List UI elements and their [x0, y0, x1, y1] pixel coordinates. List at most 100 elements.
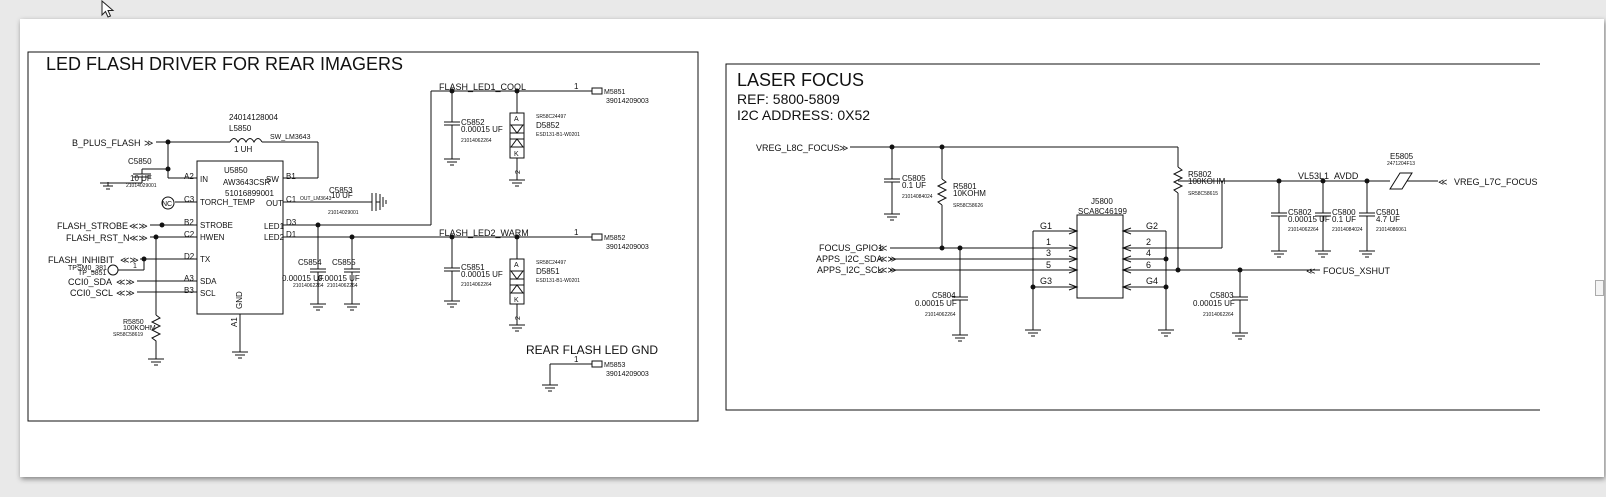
inductor-pn: 24014128004 — [229, 113, 278, 122]
ic-ref: U5850 — [224, 166, 248, 175]
ic-pin-name-in: IN — [200, 175, 208, 184]
c5801-ref: C5801 — [1376, 208, 1400, 217]
bidir-arrow-icon: ≪≫ — [878, 254, 897, 264]
ground-icon — [379, 194, 387, 210]
ic-pin-name-torch: TORCH_TEMP — [200, 198, 255, 207]
j5800-g3: G3 — [1040, 276, 1052, 286]
d5851-pn-top: SR58C24497 — [536, 260, 566, 266]
ground-icon — [310, 303, 326, 311]
inductor-value: 1 UH — [234, 145, 252, 154]
ic-pin-name-led1: LED1 — [264, 222, 285, 231]
m5852-pin: 1 — [574, 228, 579, 237]
ic-pin-num-d2: D2 — [184, 252, 195, 261]
m5853-pn: 39014209003 — [606, 371, 649, 378]
ground-icon — [444, 300, 460, 308]
c5804-pn: 21014062264 — [925, 312, 956, 318]
ground-icon — [444, 158, 460, 166]
ground-icon — [1232, 332, 1248, 340]
offpage-arrow-left-icon: ≪ — [1306, 266, 1315, 276]
connector-pin-arrow-icon — [1068, 227, 1132, 291]
j5800-pin-2: 2 — [1146, 237, 1151, 247]
c5802-ref: C5802 — [1288, 208, 1312, 217]
c5853-pn: 21014029001 — [328, 210, 359, 216]
c5854-value: 0.00015 UF — [282, 274, 324, 283]
m5851-pin: 1 — [574, 82, 579, 91]
nc-label: NC — [162, 201, 172, 208]
ic-pin-num-c1: C1 — [286, 195, 297, 204]
d5851-ref: D5851 — [536, 267, 560, 276]
ic-pin-num-c2: C2 — [184, 230, 195, 239]
ground-icon — [884, 213, 900, 221]
net-focus-gpio1: FOCUS_GPIO1 — [819, 243, 883, 253]
r5801-ref: R5801 — [953, 182, 977, 191]
ic-pin-name-led2: LED2 — [264, 233, 285, 242]
ground-icon — [232, 351, 248, 359]
right-panel-frame — [725, 63, 1540, 411]
bidir-arrow-icon: ≪≫ — [120, 255, 139, 265]
ground-icon — [148, 358, 164, 366]
c5803-value: 0.00015 UF — [1193, 299, 1235, 308]
j5800-pin-3: 3 — [1046, 248, 1051, 258]
c5855-ref: C5855 — [332, 258, 356, 267]
bidir-arrow-icon: ≪≫ — [116, 288, 135, 298]
c5853-ref: C5853 — [329, 186, 353, 195]
ic-pin-num-c3: C3 — [184, 195, 195, 204]
e5805-pn: 2471204F13 — [1387, 161, 1415, 167]
offpage-arrow-icon: ≫ — [839, 143, 848, 153]
inductor-coil-icon — [229, 138, 263, 144]
ground-icon — [1025, 329, 1041, 337]
c5801-value: 4.7 UF — [1376, 215, 1400, 224]
offpage-arrow-left-icon: ≪ — [1438, 177, 1447, 187]
r5801-pn: SR58C58626 — [953, 203, 983, 209]
c5852-value: 0.00015 UF — [461, 125, 503, 134]
ic-pin-num-a3: A3 — [184, 274, 194, 283]
c5800-value: 0.1 UF — [1332, 215, 1356, 224]
j5800-g4: G4 — [1146, 276, 1158, 286]
scrollbar-handle[interactable] — [1595, 280, 1604, 296]
r5801-value: 10KOHM — [953, 189, 986, 198]
d5852-pn-top: SR58C24497 — [536, 114, 566, 120]
schematic-sheet: LED FLASH DRIVER FOR REAR IMAGERS U5850 … — [20, 19, 1604, 477]
j5800-pn: SCA8C46199 — [1078, 207, 1127, 216]
r5850-pn: SR58C58619 — [113, 332, 143, 338]
resistor-r5850-icon — [150, 314, 162, 359]
tp-num: 1 — [133, 263, 137, 270]
r5802-pn: SR58C58615 — [1188, 191, 1218, 197]
no-connect-icon — [161, 196, 175, 210]
ground-icon — [1158, 329, 1174, 337]
c5853-value: 10 UF — [331, 191, 353, 200]
c5852-pn: 21014062264 — [461, 138, 492, 144]
net-out-lm3643: OUT_LM3643 — [300, 196, 332, 202]
ic-pin-num-d1: D1 — [286, 230, 297, 239]
testpoint-icon — [107, 264, 119, 276]
ground-icon — [1359, 250, 1375, 258]
c5852-ref: C5852 — [461, 118, 485, 127]
j5800-g1: G1 — [1040, 221, 1052, 231]
ic-pin-name-out: OUT — [266, 199, 283, 208]
d5851-pin-a: A — [514, 262, 519, 269]
c5805-value: 0.1 UF — [902, 181, 926, 190]
tvs-diode-icon — [510, 270, 524, 294]
net-flash-rst-n: FLASH_RST_N — [66, 233, 130, 243]
d5852-pin-k: K — [514, 151, 519, 158]
m5851-pn: 39014209003 — [606, 98, 649, 105]
ic-pin-num-d3: D3 — [286, 218, 297, 227]
c5850-ref: C5850 — [128, 157, 152, 166]
left-panel-frame — [27, 51, 699, 422]
net-b-plus-flash: B_PLUS_FLASH — [72, 138, 141, 148]
d5851-pn-bot: ESD131-B1-W0201 — [536, 278, 580, 284]
net-flash-strobe: FLASH_STROBE — [57, 221, 128, 231]
net-sw-lm3643: SW_LM3643 — [270, 134, 311, 141]
ic-pin-name-sw: SW — [266, 175, 279, 184]
c5850-value: 10 UF — [130, 174, 152, 183]
ic-pin-name-hwen: HWEN — [200, 233, 225, 242]
ic-pin-num-b1: B1 — [286, 172, 296, 181]
offpage-arrow-icon: ≫ — [144, 138, 153, 148]
r5802-ref: R5802 — [1188, 170, 1212, 179]
c5854-ref: C5854 — [298, 258, 322, 267]
ic-pin-num-b2: B2 — [184, 218, 194, 227]
j5800-pin-5: 5 — [1046, 260, 1051, 270]
ground-icon — [1315, 250, 1331, 258]
bidir-arrow-icon: ≪≫ — [129, 233, 148, 243]
net-apps-i2c-sda: APPS_I2C_SDA — [816, 254, 883, 264]
